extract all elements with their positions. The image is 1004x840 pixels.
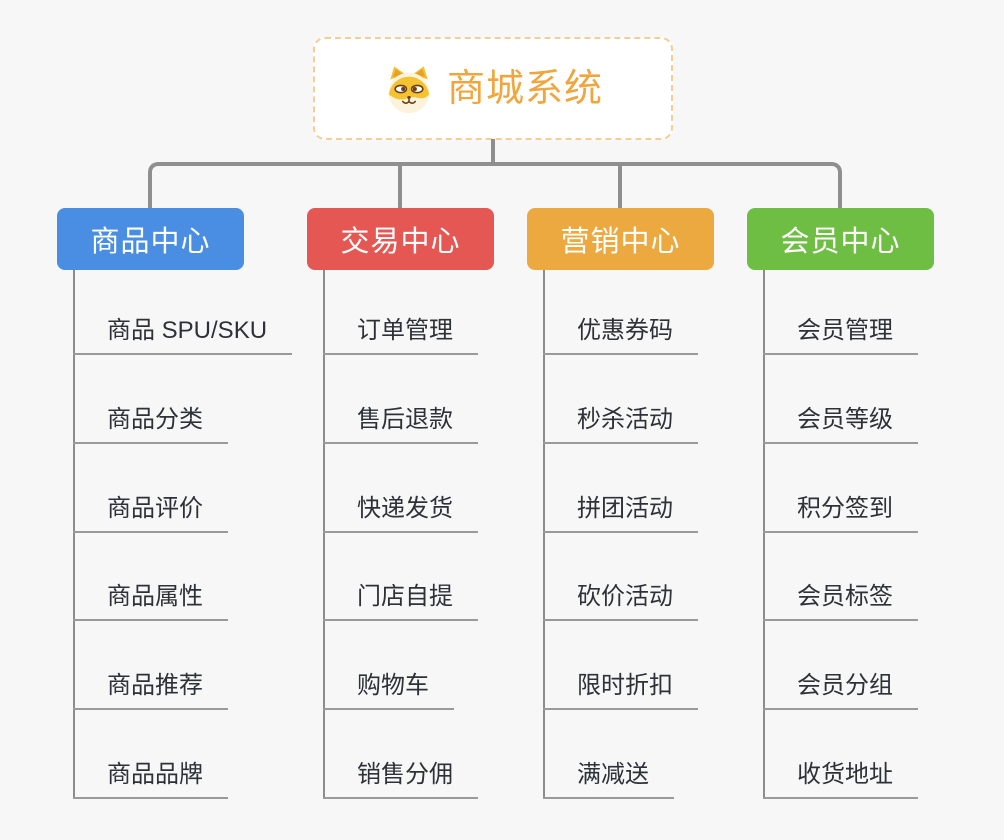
sub-item[interactable]: 秒杀活动 (543, 398, 698, 444)
sub-item[interactable]: 砍价活动 (543, 575, 698, 622)
connector-branch2-drop (398, 166, 402, 208)
branch-trunk-line-transaction-center (323, 270, 325, 799)
sub-item[interactable]: 订单管理 (323, 309, 478, 355)
sub-item[interactable]: 会员标签 (763, 575, 918, 622)
sub-item[interactable]: 门店自提 (323, 575, 478, 622)
sub-item[interactable]: 商品推荐 (73, 664, 228, 711)
sub-item[interactable]: 拼团活动 (543, 487, 698, 533)
sub-item[interactable]: 会员分组 (763, 664, 918, 711)
sub-item[interactable]: 会员管理 (763, 309, 918, 355)
branch-trunk-line-marketing-center (543, 270, 545, 799)
connector-branch3-drop (618, 166, 622, 208)
sub-item[interactable]: 收货地址 (763, 753, 918, 799)
sub-item[interactable]: 商品品牌 (73, 753, 228, 799)
sub-item[interactable]: 快递发货 (323, 487, 478, 533)
sub-item[interactable]: 满减送 (543, 753, 674, 799)
sub-item[interactable]: 积分签到 (763, 487, 918, 533)
branch-node-transaction-center[interactable]: 交易中心 (307, 208, 494, 270)
branch-trunk-line-membership-center (763, 270, 765, 799)
sub-item[interactable]: 优惠券码 (543, 309, 698, 355)
connector-horizontal-elbow (148, 162, 842, 208)
sub-item[interactable]: 会员等级 (763, 398, 918, 444)
sub-item[interactable]: 商品 SPU/SKU (73, 309, 293, 355)
sub-item[interactable]: 限时折扣 (543, 664, 698, 711)
root-node[interactable]: 商城系统 (313, 37, 673, 140)
root-title: 商城系统 (446, 67, 603, 110)
sub-item[interactable]: 购物车 (323, 664, 454, 711)
sub-item[interactable]: 商品分类 (73, 398, 228, 444)
sub-item[interactable]: 商品属性 (73, 575, 228, 622)
branch-trunk-line-product-center (73, 270, 75, 799)
sub-item[interactable]: 销售分佣 (323, 753, 478, 799)
shiba-dog-icon (388, 65, 430, 113)
branch-node-marketing-center[interactable]: 营销中心 (527, 208, 714, 270)
sub-item[interactable]: 售后退款 (323, 398, 478, 444)
branch-node-membership-center[interactable]: 会员中心 (747, 208, 934, 270)
branch-node-product-center[interactable]: 商品中心 (57, 208, 244, 270)
connector-root-drop (491, 139, 495, 164)
sub-item[interactable]: 商品评价 (73, 487, 228, 533)
